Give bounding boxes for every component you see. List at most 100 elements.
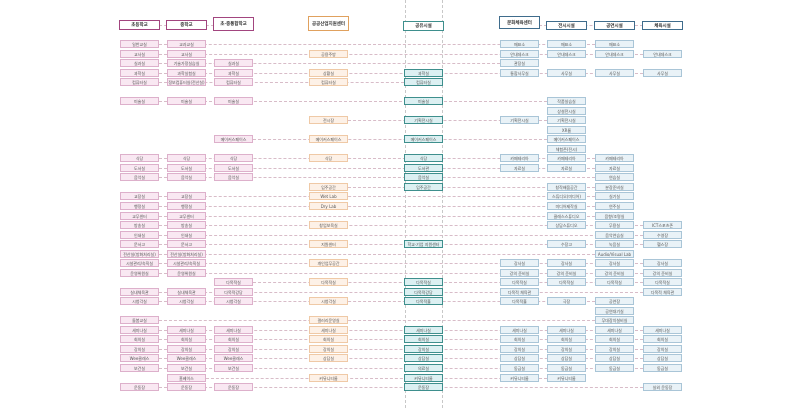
column-header-industry: 공공산업지원센터 <box>308 16 349 31</box>
row-connector <box>159 225 643 227</box>
facility-box: 강의실 <box>643 344 682 353</box>
facility-box: 안내데스크 <box>547 49 586 58</box>
facility-box: 강사실 <box>643 259 682 268</box>
facility-box: 미술실 <box>214 97 253 106</box>
facility-box: 음악실 <box>167 173 206 182</box>
facility-box: 홈베이스 <box>167 373 206 382</box>
row-connector <box>253 139 547 141</box>
facility-box: 과학실 <box>404 68 443 77</box>
facility-box: 무대장치설비실 <box>595 316 634 325</box>
column-header-integrated: 초·중통합학교 <box>213 17 254 31</box>
facility-box: 회의실 <box>547 335 586 344</box>
row-connector <box>159 253 595 255</box>
facility-box: 통합사무실 <box>500 68 539 77</box>
facility-box: 교과교실 <box>167 40 206 48</box>
facility-box: 방송실 <box>120 221 159 230</box>
facility-box: 다목적강당 <box>214 287 253 296</box>
row-connector <box>159 206 595 207</box>
facility-box: 강의실 <box>167 344 206 353</box>
row-connector <box>159 196 595 198</box>
row-connector <box>159 329 643 331</box>
facility-box: 실기실 <box>595 192 634 201</box>
facility-box: 교사실 <box>120 49 159 58</box>
facility-box: 정보컴퓨터실(전산실) <box>167 78 206 87</box>
facility-box: 커뮤니티룸 <box>404 373 443 382</box>
facility-box: 사무실 <box>595 68 634 77</box>
facility-box: 음향/조명실 <box>595 211 634 220</box>
facility-box: 회의실 <box>309 335 348 344</box>
facility-box: 상담스튜디오 <box>547 221 586 230</box>
facility-box: 헬스장 <box>643 240 682 249</box>
facility-box: ICT스포츠존 <box>643 221 682 230</box>
facility-box: 강사실 <box>500 259 539 268</box>
facility-box: 문서고 <box>120 240 159 249</box>
row-connector <box>159 215 595 217</box>
facility-box: 과학실 <box>214 68 253 77</box>
row-connector <box>159 44 595 45</box>
facility-box: 강의 준비실 <box>643 268 682 277</box>
facility-box: 회의실 <box>595 335 634 344</box>
facility-box: 세미나실 <box>214 325 253 334</box>
row-connector <box>159 368 643 370</box>
facility-box: 도서실 <box>214 163 253 172</box>
facility-box: 입주공간 <box>309 182 348 191</box>
facility-box: 사무실 <box>547 68 586 77</box>
facility-box: 공연장 <box>595 297 634 306</box>
facility-box: 교무센터 <box>120 211 159 220</box>
facility-box: 동금실 <box>500 364 539 373</box>
facility-box: 행정실 <box>167 202 206 210</box>
facility-box: 교사실 <box>167 49 206 58</box>
facility-box: 도서실 <box>120 163 159 172</box>
facility-box: 강의실 <box>120 344 159 353</box>
row-connector <box>159 263 643 265</box>
facility-box: 안내데스크 <box>643 49 682 58</box>
facility-box: Wee클래스 <box>120 354 159 363</box>
facility-box: 분장준비실 <box>595 182 634 191</box>
facility-box: 자료실 <box>595 163 634 172</box>
facility-box: Wee클래스 <box>167 354 206 363</box>
facility-box: 다목적실 <box>643 278 682 287</box>
facility-box: 사무실 <box>643 68 682 77</box>
facility-box: 연주실 <box>595 202 634 210</box>
facility-box: 메이커스페이스 <box>404 135 443 144</box>
column-header-sports: 체육시설 <box>642 21 683 30</box>
facility-box: 회의실 <box>500 335 539 344</box>
facility-box: 카페테리아 <box>595 154 634 163</box>
column-header-shared: 공유시설 <box>403 21 444 31</box>
facility-box: 식당 <box>309 154 348 163</box>
facility-box: 회의실 <box>120 335 159 344</box>
facility-box: 시청각실 <box>309 297 348 306</box>
facility-box: 기획전시실 <box>547 116 586 125</box>
facility-box: 동금실 <box>643 364 682 373</box>
facility-box: 카페테리아 <box>500 154 539 163</box>
facility-box: 강의 준비실 <box>500 268 539 277</box>
facility-box: 클래스스튜디오 <box>547 211 586 220</box>
facility-box: 식당 <box>167 154 206 163</box>
facility-box: 교무센터 <box>167 211 206 220</box>
facility-box: 운동장 <box>120 383 159 392</box>
facility-box: 세미나실 <box>309 325 348 334</box>
row-connector <box>159 339 643 341</box>
facility-box: 문서고 <box>167 240 206 249</box>
facility-box: 강의실 <box>547 344 586 353</box>
facility-box: 강의실 <box>309 344 348 353</box>
row-connector <box>159 72 643 74</box>
row-connector <box>159 53 643 55</box>
facility-box: Wet Lab <box>309 192 348 201</box>
row-connector <box>253 282 643 284</box>
facility-box: 창업보육실 <box>309 221 348 230</box>
facility-box: 기술가정실습실 <box>167 59 206 68</box>
facility-box: 세미나실 <box>500 325 539 334</box>
facility-box: 갤러리운영실 <box>309 316 348 325</box>
facility-box: 실과실 <box>120 59 159 68</box>
facility-box: 동금실 <box>595 364 634 373</box>
facility-box: Audio/Visual Lab <box>595 249 634 258</box>
facility-box: 교장실 <box>120 192 159 201</box>
facility-box: 식당 <box>404 154 443 163</box>
facility-box: 인쇄실 <box>120 230 159 239</box>
facility-box: 강사실 <box>595 259 634 268</box>
facility-box: 강의실 <box>214 344 253 353</box>
column-header-exhibit: 전시시설 <box>546 21 587 30</box>
column-header-middle: 중학교 <box>166 20 207 30</box>
